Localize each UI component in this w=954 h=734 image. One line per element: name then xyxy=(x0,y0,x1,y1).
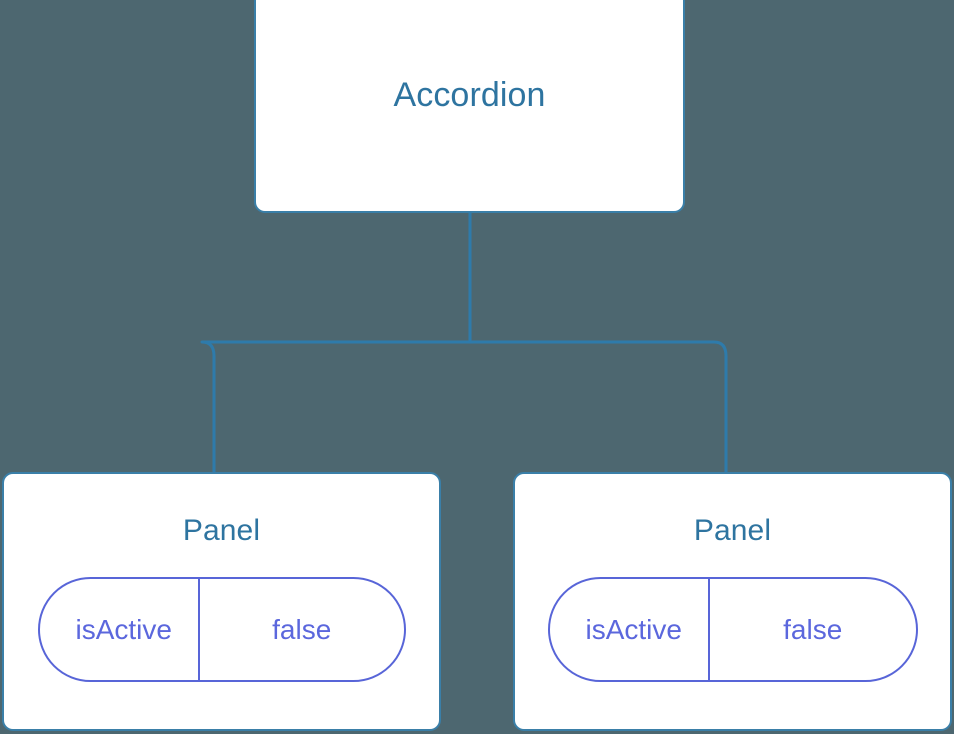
state-badge-panel-1[interactable]: isActive false xyxy=(547,577,918,682)
state-value-panel-0: false xyxy=(272,613,332,645)
state-divider-panel-0 xyxy=(197,579,200,680)
node-panel-0-title: Panel xyxy=(182,514,261,547)
node-panel-1[interactable]: Panel isActive false xyxy=(513,472,952,731)
state-badge-panel-0[interactable]: isActive false xyxy=(37,577,406,682)
node-accordion-title: Accordion xyxy=(393,75,546,114)
state-key-panel-0: isActive xyxy=(75,613,172,645)
edge-to-panel-0 xyxy=(200,340,470,476)
state-key-panel-1: isActive xyxy=(585,613,682,645)
state-value-panel-1: false xyxy=(783,613,843,645)
node-panel-0[interactable]: Panel isActive false xyxy=(2,472,441,731)
node-accordion[interactable]: Accordion xyxy=(254,0,685,213)
edge-to-panel-1 xyxy=(470,340,728,476)
node-panel-1-title: Panel xyxy=(693,514,772,547)
state-divider-panel-1 xyxy=(707,579,710,680)
